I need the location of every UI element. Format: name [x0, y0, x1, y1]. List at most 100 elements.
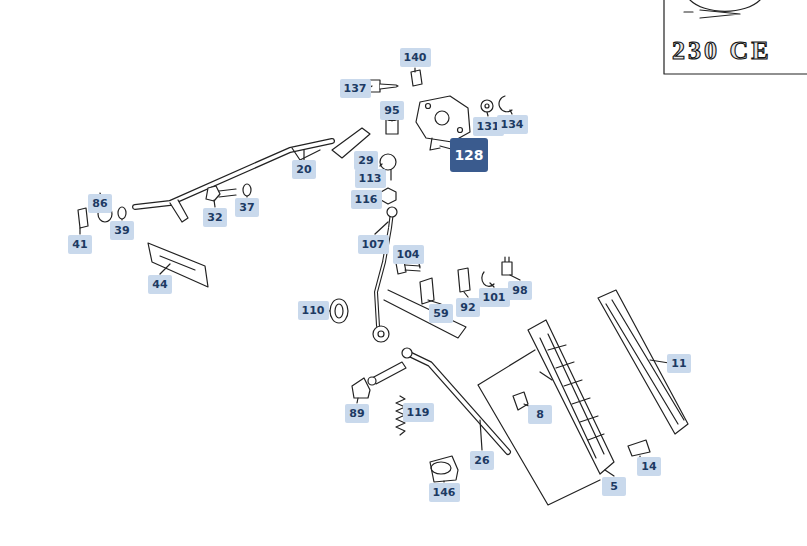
callout-number: 86 — [88, 194, 112, 213]
callout-number: 20 — [292, 160, 316, 179]
callout-number: 41 — [68, 235, 92, 254]
callout-text: 29 — [358, 154, 373, 167]
pedal-hinge — [540, 372, 552, 380]
callout-number: 14 — [637, 457, 661, 476]
callout-number: 89 — [345, 404, 369, 423]
callout-number: 92 — [456, 298, 480, 317]
rubber-stop-ring — [335, 304, 343, 318]
clip — [411, 70, 422, 86]
callout-text: 89 — [349, 407, 364, 420]
callout-number: 116 — [351, 190, 382, 209]
cap — [352, 378, 370, 398]
bolt-head — [206, 186, 220, 201]
cap-top — [431, 462, 451, 474]
logo-frame — [664, 0, 807, 74]
callout-text: 59 — [433, 307, 448, 320]
callout-text: 113 — [359, 172, 382, 185]
leader-lines — [80, 68, 669, 482]
bearing-rivet — [458, 128, 463, 133]
callout-text: 104 — [397, 248, 420, 261]
pedal — [528, 320, 614, 474]
washer — [243, 184, 251, 196]
callout-number: 95 — [380, 101, 404, 120]
bolt-shank — [219, 189, 236, 197]
ball-stud — [380, 154, 396, 170]
washer — [481, 100, 493, 112]
callout-text: 92 — [460, 301, 475, 314]
callout-number: 29 — [354, 151, 378, 170]
lever-end — [368, 377, 376, 385]
rod-eye — [373, 326, 389, 342]
callout-text: 98 — [512, 284, 527, 297]
circlip — [499, 96, 512, 112]
model-badge: 230 CE — [672, 36, 772, 66]
callout-text: 26 — [474, 454, 489, 467]
nut — [381, 188, 396, 204]
bearing-lever — [430, 138, 440, 150]
pedal-ribs — [540, 334, 604, 458]
rod-crank — [170, 200, 188, 222]
rod-socket — [387, 207, 397, 217]
callout-number: 44 — [148, 275, 172, 294]
pad — [513, 392, 528, 410]
linkage-rod — [135, 141, 332, 207]
bolt-shank — [405, 265, 420, 271]
callout-number: 101 — [479, 288, 510, 307]
callout-number: 5 — [602, 477, 626, 496]
callout-text: 146 — [433, 486, 456, 499]
clip — [502, 257, 512, 275]
callout-text: 41 — [72, 238, 87, 251]
screw-shank — [380, 84, 398, 89]
callout-text: 95 — [384, 104, 399, 117]
clip — [420, 278, 434, 304]
callout-text: 11 — [671, 357, 686, 370]
bracket-slot — [160, 256, 195, 270]
callout-number: 8 — [528, 405, 552, 424]
callout-text: 116 — [355, 193, 378, 206]
callout-text: 8 — [536, 408, 544, 421]
lever-pivot — [402, 348, 412, 358]
callout-text: 119 — [407, 406, 430, 419]
callout-text: 39 — [114, 224, 129, 237]
callout-number: 119 — [403, 403, 434, 422]
clip — [78, 208, 88, 228]
callout-text: 128 — [454, 147, 483, 163]
pedal-lever-arm — [372, 362, 406, 384]
callout-text: 44 — [152, 278, 167, 291]
clip — [482, 272, 494, 286]
callout-number: 110 — [298, 301, 329, 320]
washer — [118, 207, 126, 219]
washer-hole — [485, 104, 489, 108]
callout-number: 134 — [497, 115, 528, 134]
ball-stud-shank — [385, 170, 391, 180]
callout-number: 128 — [450, 138, 488, 172]
callout-text: 107 — [362, 238, 385, 251]
connecting-rod-inner — [376, 212, 392, 326]
callout-text: 14 — [641, 460, 656, 473]
callout-number: 146 — [429, 483, 460, 502]
bearing-rivet — [426, 104, 431, 109]
callout-text: 37 — [239, 201, 254, 214]
callout-number: 137 — [340, 79, 371, 98]
callout-text: 86 — [92, 197, 107, 210]
floor-plate — [598, 290, 688, 434]
callout-number: 107 — [358, 235, 389, 254]
callout-text: 20 — [296, 163, 311, 176]
callout-text: 134 — [501, 118, 524, 131]
callout-number: 39 — [110, 221, 134, 240]
pedal-hatch — [548, 345, 604, 440]
callout-number: 113 — [355, 169, 386, 188]
rubber-stop — [330, 299, 348, 323]
callout-text: 110 — [302, 304, 325, 317]
bearing-hole — [435, 111, 449, 125]
group-outline — [384, 290, 466, 338]
callout-number: 59 — [429, 304, 453, 323]
callout-number: 37 — [235, 198, 259, 217]
callout-number: 98 — [508, 281, 532, 300]
connecting-rod — [376, 212, 392, 326]
callout-number: 26 — [470, 451, 494, 470]
callout-number: 11 — [667, 354, 691, 373]
callout-text: 140 — [404, 51, 427, 64]
